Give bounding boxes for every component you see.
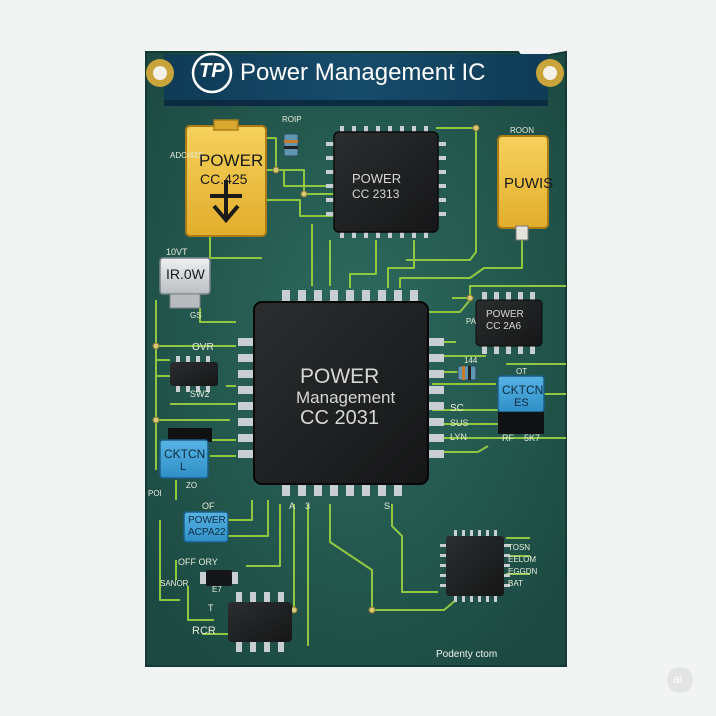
silk-3: 3 [305, 501, 311, 511]
regulator-text: IR.0W [166, 266, 205, 282]
blue-module-right-line1: CKTCN [502, 383, 544, 397]
regulator [159, 257, 211, 309]
board-title: Power Management IC [240, 59, 486, 86]
silk-sc: SC [450, 403, 464, 414]
silk-sanor: SANOR [160, 579, 189, 588]
silk-offory: OFF ORY [178, 557, 218, 567]
blue-module-right [497, 375, 545, 434]
regulator-top-label: 10VT [166, 247, 188, 257]
small-chip-right-line1: POWER [486, 309, 524, 320]
resistor-144 [457, 365, 477, 381]
pwms-module [497, 135, 549, 241]
main-chip-line3: CC 2031 [300, 407, 379, 429]
silk-sw2: SW2 [190, 389, 210, 399]
power-module-line2: CC.425 [200, 171, 248, 187]
blue-module-bottom-line1: POWER [188, 515, 226, 526]
watermark-text: ai [673, 672, 683, 686]
blue-module-left [159, 428, 212, 479]
resistor-top [283, 133, 299, 157]
bottom-chip-label: RCR [192, 625, 216, 637]
blue-module-right-line2: ES [514, 397, 529, 409]
resistor-144-label: 144 [464, 356, 478, 365]
silk-e7: E7 [212, 585, 222, 594]
silk-rf: RF [502, 433, 514, 443]
blue-module-bottom-top-label: OF [202, 501, 215, 511]
pwms-text: PUWIS [504, 175, 554, 192]
header-banner [164, 54, 548, 106]
chip-top-label-above: ROIP [282, 115, 302, 124]
main-chip-line1: POWER [300, 365, 380, 388]
silk-right-col-1: EELOM [508, 555, 537, 564]
smd-component [200, 570, 238, 586]
silk-s: S [384, 501, 391, 511]
power-module-line1: POWER [199, 151, 264, 170]
chip-top-line2: CC 2313 [352, 187, 400, 201]
mounting-hole-right [536, 59, 564, 87]
power-module [185, 119, 267, 237]
silk-right-col-2: EGGDN [508, 567, 538, 576]
small-chip-right-line2: CC 2A6 [486, 321, 522, 332]
chip-top [326, 126, 446, 238]
small-chip-right [475, 292, 543, 354]
silk-right-col-3: BAT [508, 579, 523, 588]
silk-sus: SUS [450, 418, 469, 428]
power-module-top-label: ADC/42S [170, 151, 204, 160]
silk-ovr: OVR [192, 342, 214, 353]
bottom-right-chip [440, 530, 510, 602]
silk-website: Podenty ctom [436, 649, 498, 660]
chip-top-line1: POWER [352, 171, 402, 186]
silk-right-col-0: TOSN [508, 543, 531, 552]
vias [152, 124, 480, 614]
blue-module-left-line2: L [180, 461, 187, 473]
main-chip-line2: Management [296, 388, 396, 407]
blue-module-bottom-line2: ACPA22 [188, 527, 226, 538]
bottom-chip [228, 592, 292, 652]
main-chip [238, 290, 444, 496]
blue-module-left-top-label: POI [148, 489, 162, 498]
bottom-chip-top-label: T [208, 603, 214, 613]
small-chip-right-side-label: PA [466, 317, 477, 326]
logo-icon [191, 52, 233, 94]
left-small-chip [170, 356, 218, 392]
silk-5k7: 5K7 [524, 433, 541, 443]
silk-lyn: LYN [450, 432, 467, 442]
pwms-label-above: ROON [510, 126, 534, 135]
blue-module-right-top-label: OT [516, 367, 528, 376]
watermark-badge [667, 667, 693, 693]
blue-module-left-line1: CKTCN [164, 447, 206, 461]
logo-text: TP [199, 60, 225, 82]
silk-a: A [289, 501, 296, 511]
blue-module-left-bottom-label: ZO [186, 481, 198, 490]
blue-module-bottom [183, 511, 229, 543]
regulator-bottom-label: GS [190, 311, 202, 320]
mounting-hole-left [146, 59, 174, 87]
